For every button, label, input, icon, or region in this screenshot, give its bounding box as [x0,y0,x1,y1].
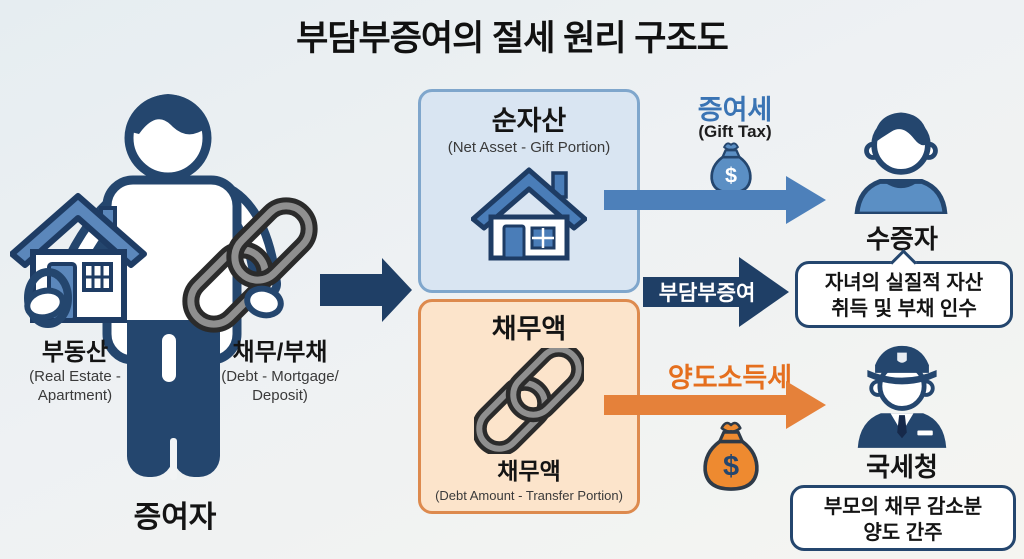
dollar-sign: $ [725,163,737,188]
debt-amount-box: 채무액 채무액 (Debt Amount - Transfer Portion) [418,299,640,514]
gift-tax-money-bag-icon: $ [710,142,752,195]
debt-box-subtitle: (Debt Amount - Transfer Portion) [435,488,623,503]
donor-name-label: 증여자 [133,501,217,534]
tax-officer-icon [857,345,947,448]
burden-gift-label: 부담부증여 [659,282,756,305]
capital-gains-tax-label: 양도소득세 [667,363,793,393]
house-icon [471,167,587,261]
real-estate-label-block: 부동산 (Real Estate - Apartment) [0,332,150,405]
real-estate-sublabel-line2: Apartment) [37,387,113,404]
net-asset-subtitle: (Net Asset - Gift Portion) [447,139,611,156]
debt-liability-label-block: 채무/부채 (Debt - Mortgage/ Deposit) [200,332,360,405]
gift-tax-arrow-icon [604,176,826,224]
donor-figure-illustration [10,94,318,480]
real-estate-sublabel-line1: (Real Estate - [29,368,121,385]
capital-gains-arrow-icon [604,381,826,429]
burden-gift-arrow-icon: 부담부증여 [643,257,789,327]
recipient-note-line1: 자녀의 실질적 자산 [824,272,984,294]
tax-office-note-line2: 양도 간주 [863,522,943,544]
tax-office-note-line1: 부모의 채무 감소분 [823,496,983,518]
donor-house-icon [10,193,147,328]
tax-office-note-box: 부모의 채무 감소분 양도 간주 [790,485,1016,551]
real-estate-label: 부동산 [41,339,109,366]
net-asset-box: 순자산 (Net Asset - Gift Portion) [418,89,640,293]
debt-liability-label: 채무/부채 [232,339,328,366]
recipient-person-icon [854,112,948,214]
chain-icon [474,348,584,454]
gift-tax-sublabel: (Gift Tax) [698,122,772,141]
donor-chain-icon [182,197,318,333]
recipient-note-line2: 취득 및 부채 인수 [831,298,977,320]
recipient-name-label: 수증자 [866,224,938,254]
debt-box-bottom-label: 채무액 [497,458,561,484]
debt-liability-sublabel-line1: (Debt - Mortgage/ [221,368,339,385]
dollar-sign: $ [723,451,739,483]
split-transfer-arrow-icon [320,258,412,322]
debt-liability-sublabel-line2: Deposit) [252,387,308,404]
recipient-note-bubble: 자녀의 실질적 자산 취득 및 부채 인수 [795,249,1013,328]
debt-box-title: 채무액 [491,314,567,344]
capital-gains-money-bag-icon: $ [703,421,759,491]
gift-tax-label: 증여세 [697,95,773,125]
page-title: 부담부증여의 절세 원리 구조도 [296,19,729,58]
net-asset-title: 순자산 [491,106,567,136]
tax-office-name-label: 국세청 [866,452,938,482]
